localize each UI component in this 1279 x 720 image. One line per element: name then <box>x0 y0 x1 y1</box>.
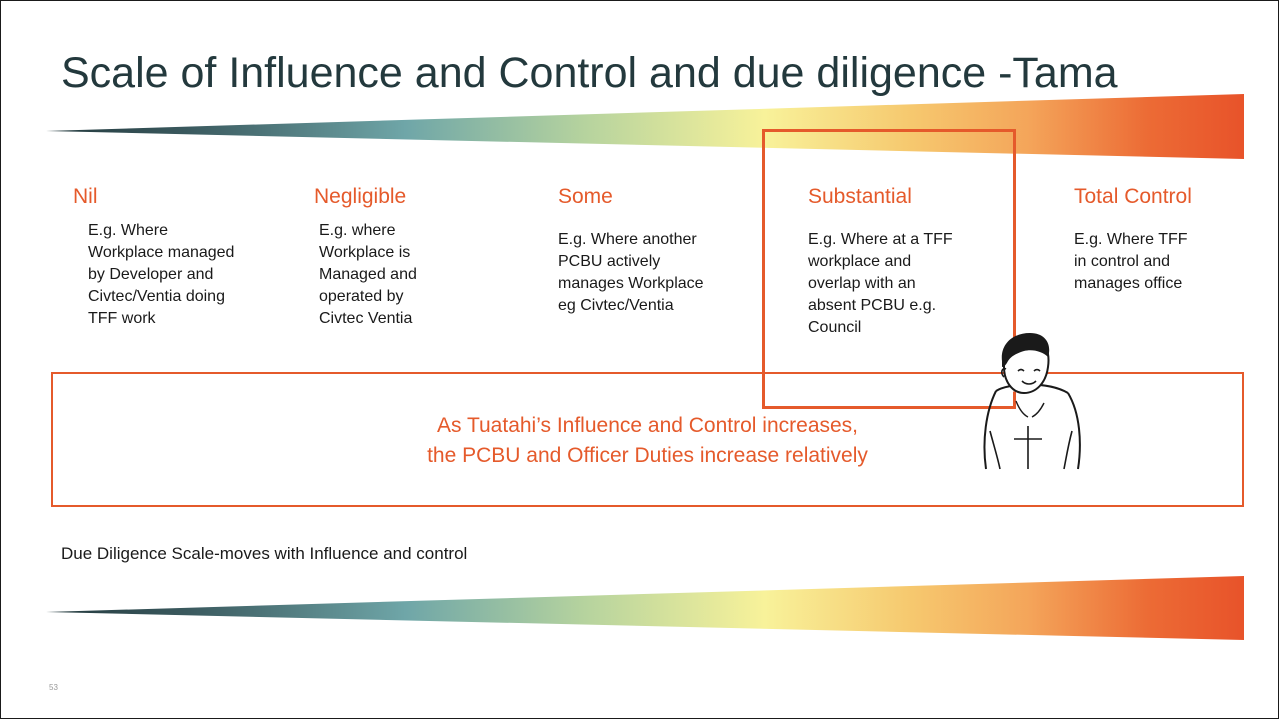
message-box <box>51 372 1244 507</box>
column-heading: Negligible <box>314 185 407 208</box>
column-heading: Total Control <box>1074 185 1192 208</box>
due-diligence-label: Due Diligence Scale-moves with Influence… <box>61 544 468 563</box>
column-some: Some E.g. Where another PCBU actively ma… <box>558 185 758 317</box>
message-text: As Tuatahi’s Influence and Control incre… <box>51 411 1244 471</box>
person-icon <box>983 333 1081 470</box>
column-description: E.g. Where TFF in control and manages of… <box>1074 231 1188 292</box>
column-description: E.g. Where another PCBU actively manages… <box>558 231 704 314</box>
column-heading: Substantial <box>808 185 912 208</box>
message-line-2: the PCBU and Officer Duties increase rel… <box>427 444 868 467</box>
column-heading: Nil <box>73 185 98 208</box>
column-nil: Nil E.g. Where Workplace managed by Deve… <box>73 185 273 330</box>
substantial-highlight-box <box>762 129 1016 409</box>
slide-number: 53 <box>49 683 58 692</box>
column-heading: Some <box>558 185 613 208</box>
column-substantial: Substantial E.g. Where at a TFF workplac… <box>808 185 1008 339</box>
column-description: E.g. where Workplace is Managed and oper… <box>319 222 417 327</box>
column-description: E.g. Where Workplace managed by Develope… <box>88 222 235 327</box>
page-title: Scale of Influence and Control and due d… <box>61 49 1118 97</box>
column-description: E.g. Where at a TFF workplace and overla… <box>808 231 953 336</box>
column-negligible: Negligible E.g. where Workplace is Manag… <box>314 185 514 330</box>
message-line-1: As Tuatahi’s Influence and Control incre… <box>436 414 859 437</box>
column-total-control: Total Control E.g. Where TFF in control … <box>1074 185 1274 295</box>
